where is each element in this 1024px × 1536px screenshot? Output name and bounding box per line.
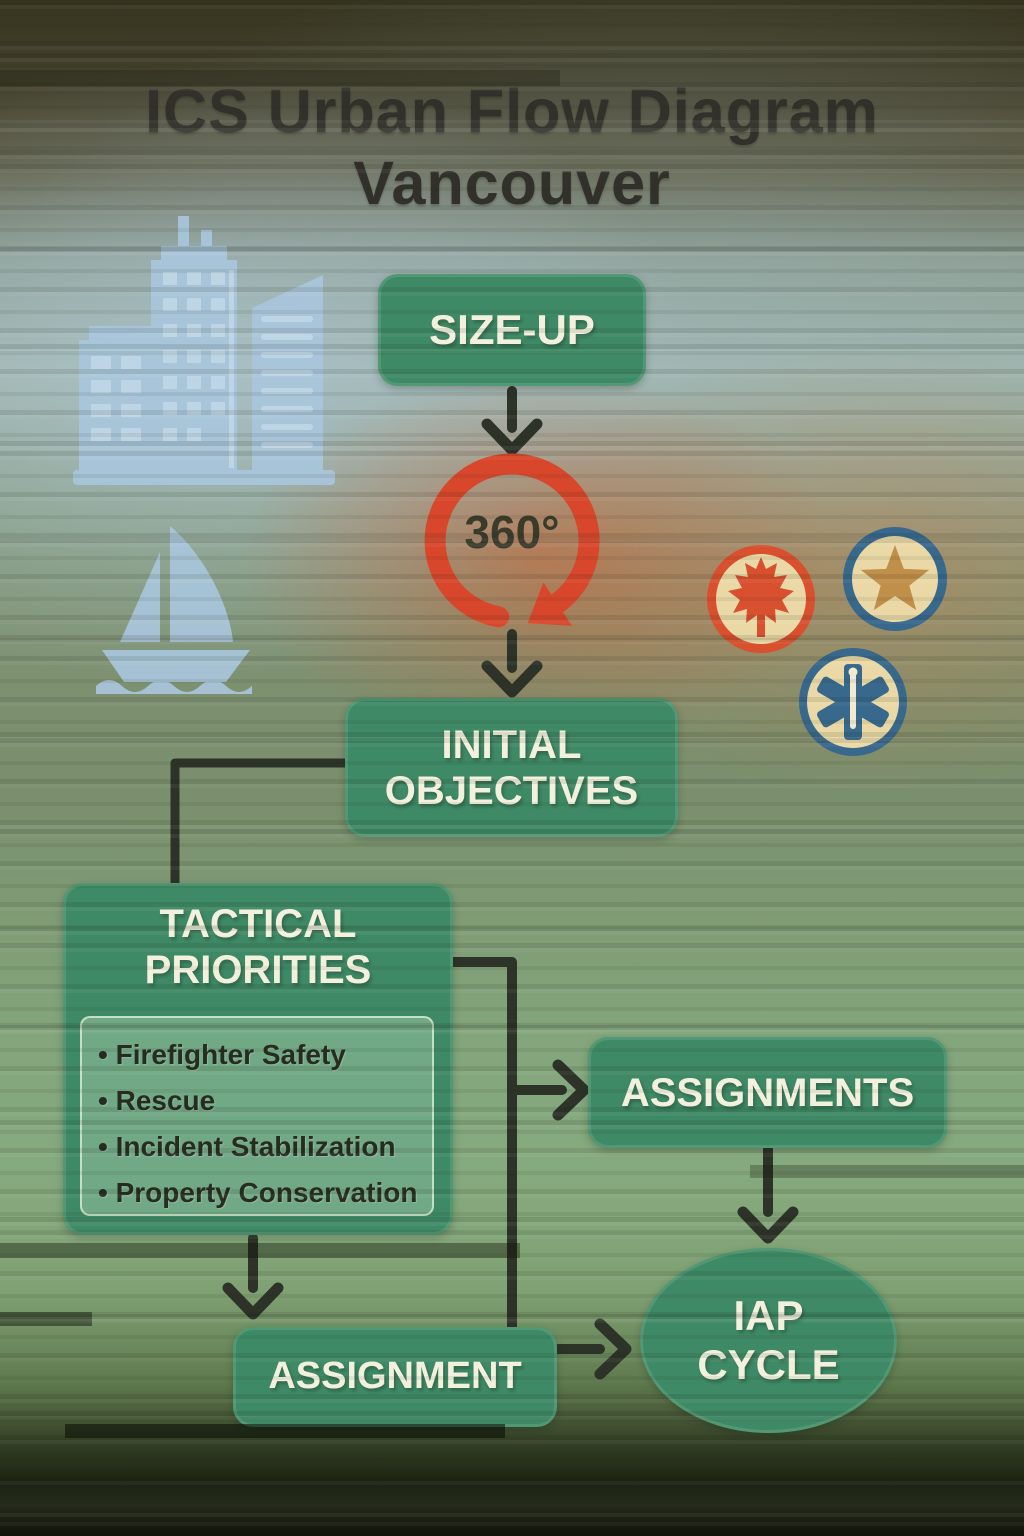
- title-line-2: Vancouver: [353, 148, 671, 217]
- tactical-priorities-list: Firefighter Safety Rescue Incident Stabi…: [82, 1018, 432, 1216]
- node-tactical-priorities-label: TACTICAL PRIORITIES: [144, 902, 372, 992]
- maple-leaf-badge-icon: [707, 545, 815, 653]
- rotation-degree-label: 360°: [464, 506, 560, 558]
- node-assignments: ASSIGNMENTS: [588, 1037, 947, 1148]
- node-tactical-priorities: TACTICAL PRIORITIES Firefighter Safety R…: [63, 883, 453, 1235]
- node-size-up-label: SIZE-UP: [429, 305, 595, 353]
- star-badge-icon: [843, 527, 947, 631]
- arrow-tactical-to-assignment: [222, 1233, 284, 1320]
- node-initial-objectives: INITIAL OBJECTIVES: [345, 698, 678, 837]
- arrow-assignments-to-iap: [737, 1144, 799, 1244]
- list-item: Firefighter Safety: [98, 1032, 432, 1078]
- sailboat-icon: [96, 526, 252, 694]
- star-of-life-badge-icon: [799, 648, 907, 756]
- node-initial-objectives-label: INITIAL OBJECTIVES: [384, 722, 639, 813]
- list-item: Property Conservation: [98, 1170, 432, 1216]
- node-assignment-label: ASSIGNMENT: [268, 1355, 522, 1398]
- list-item: Rescue: [98, 1078, 432, 1124]
- node-assignments-label: ASSIGNMENTS: [620, 1070, 915, 1115]
- city-skyline-icon: [73, 216, 335, 485]
- page-title: ICS Urban Flow Diagram Vancouver: [0, 76, 1024, 220]
- title-line-1: ICS Urban Flow Diagram: [145, 77, 879, 145]
- node-iap-cycle-label: IAP CYCLE: [697, 1292, 840, 1388]
- arrow-360-to-initial-objectives: [481, 629, 543, 698]
- connector-initial-objectives-to-tactical: [170, 758, 353, 890]
- arrow-sizeup-to-360: [481, 386, 543, 456]
- node-assignment: ASSIGNMENT: [233, 1327, 557, 1427]
- 360-rotation-arrow-icon: [424, 453, 600, 628]
- tactical-priorities-panel: Firefighter Safety Rescue Incident Stabi…: [80, 1016, 434, 1216]
- list-item: Incident Stabilization: [98, 1124, 432, 1170]
- node-size-up: SIZE-UP: [378, 274, 646, 386]
- arrow-assignment-to-iap: [553, 1318, 632, 1380]
- node-iap-cycle: IAP CYCLE: [640, 1248, 897, 1433]
- connector-tactical-to-assignments-and-assignment: [443, 957, 590, 1335]
